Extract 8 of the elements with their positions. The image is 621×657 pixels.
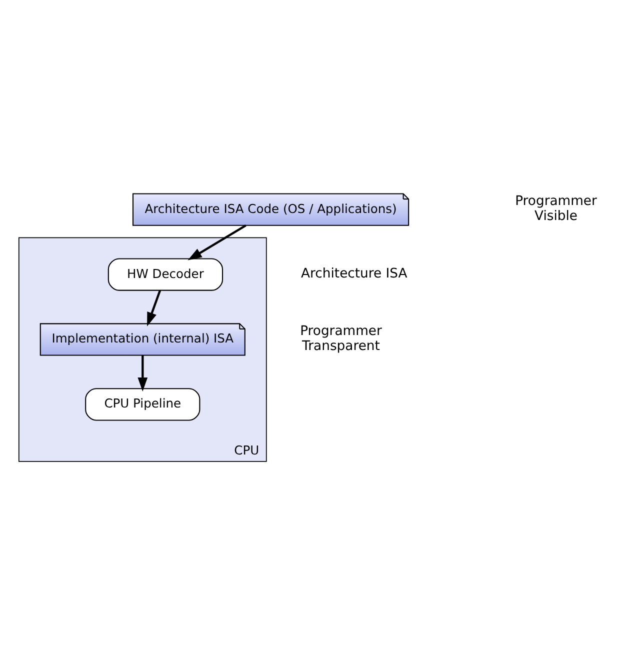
label: Architecture ISA (301, 266, 408, 282)
label: Programmer Transparent (300, 324, 382, 354)
arrow (147, 290, 162, 326)
node-box: HW Decoder (108, 258, 224, 291)
arrow (188, 224, 246, 260)
arrow (138, 355, 148, 392)
node-box: CPU Pipeline (85, 388, 200, 421)
label: Programmer Visible (515, 194, 597, 224)
